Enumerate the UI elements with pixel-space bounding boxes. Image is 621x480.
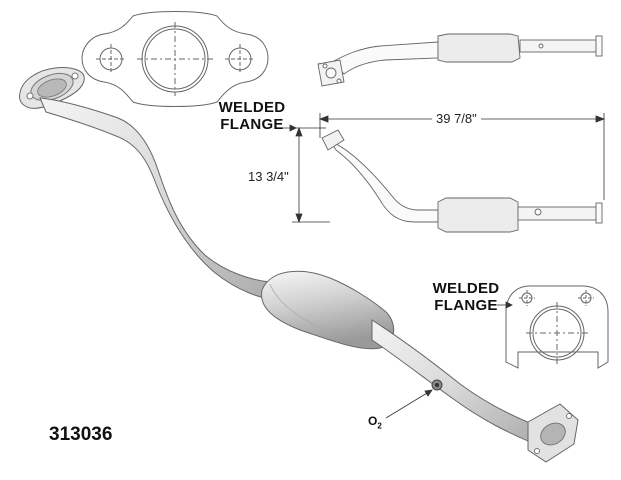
dimension-lines <box>292 113 606 224</box>
main-exhaust-pipe <box>19 67 579 463</box>
side-view-drawing <box>321 129 603 233</box>
top-view-thumbnail <box>317 33 603 87</box>
o2-sensor-label: O2 <box>368 414 382 430</box>
bottom-flange-detail <box>505 285 609 369</box>
overall-length-label: 39 7/8" <box>432 111 481 126</box>
bottom-flange-label-line1: WELDED <box>432 280 500 297</box>
part-number: 313036 <box>49 424 113 445</box>
leader-lines <box>276 124 513 419</box>
bottom-flange-label-line2: FLANGE <box>434 297 498 314</box>
overall-height-label: 13 3/4" <box>248 169 289 184</box>
top-flange-label-line2: FLANGE <box>220 116 284 133</box>
top-flange-label: WELDED FLANGE <box>214 99 290 133</box>
top-flange-detail <box>81 11 269 107</box>
o2-sensor-label-main: O <box>368 414 378 428</box>
top-flange-label-line1: WELDED <box>218 99 286 116</box>
bottom-flange-label: WELDED FLANGE <box>431 280 501 314</box>
o2-sensor-label-sub: 2 <box>377 421 382 431</box>
